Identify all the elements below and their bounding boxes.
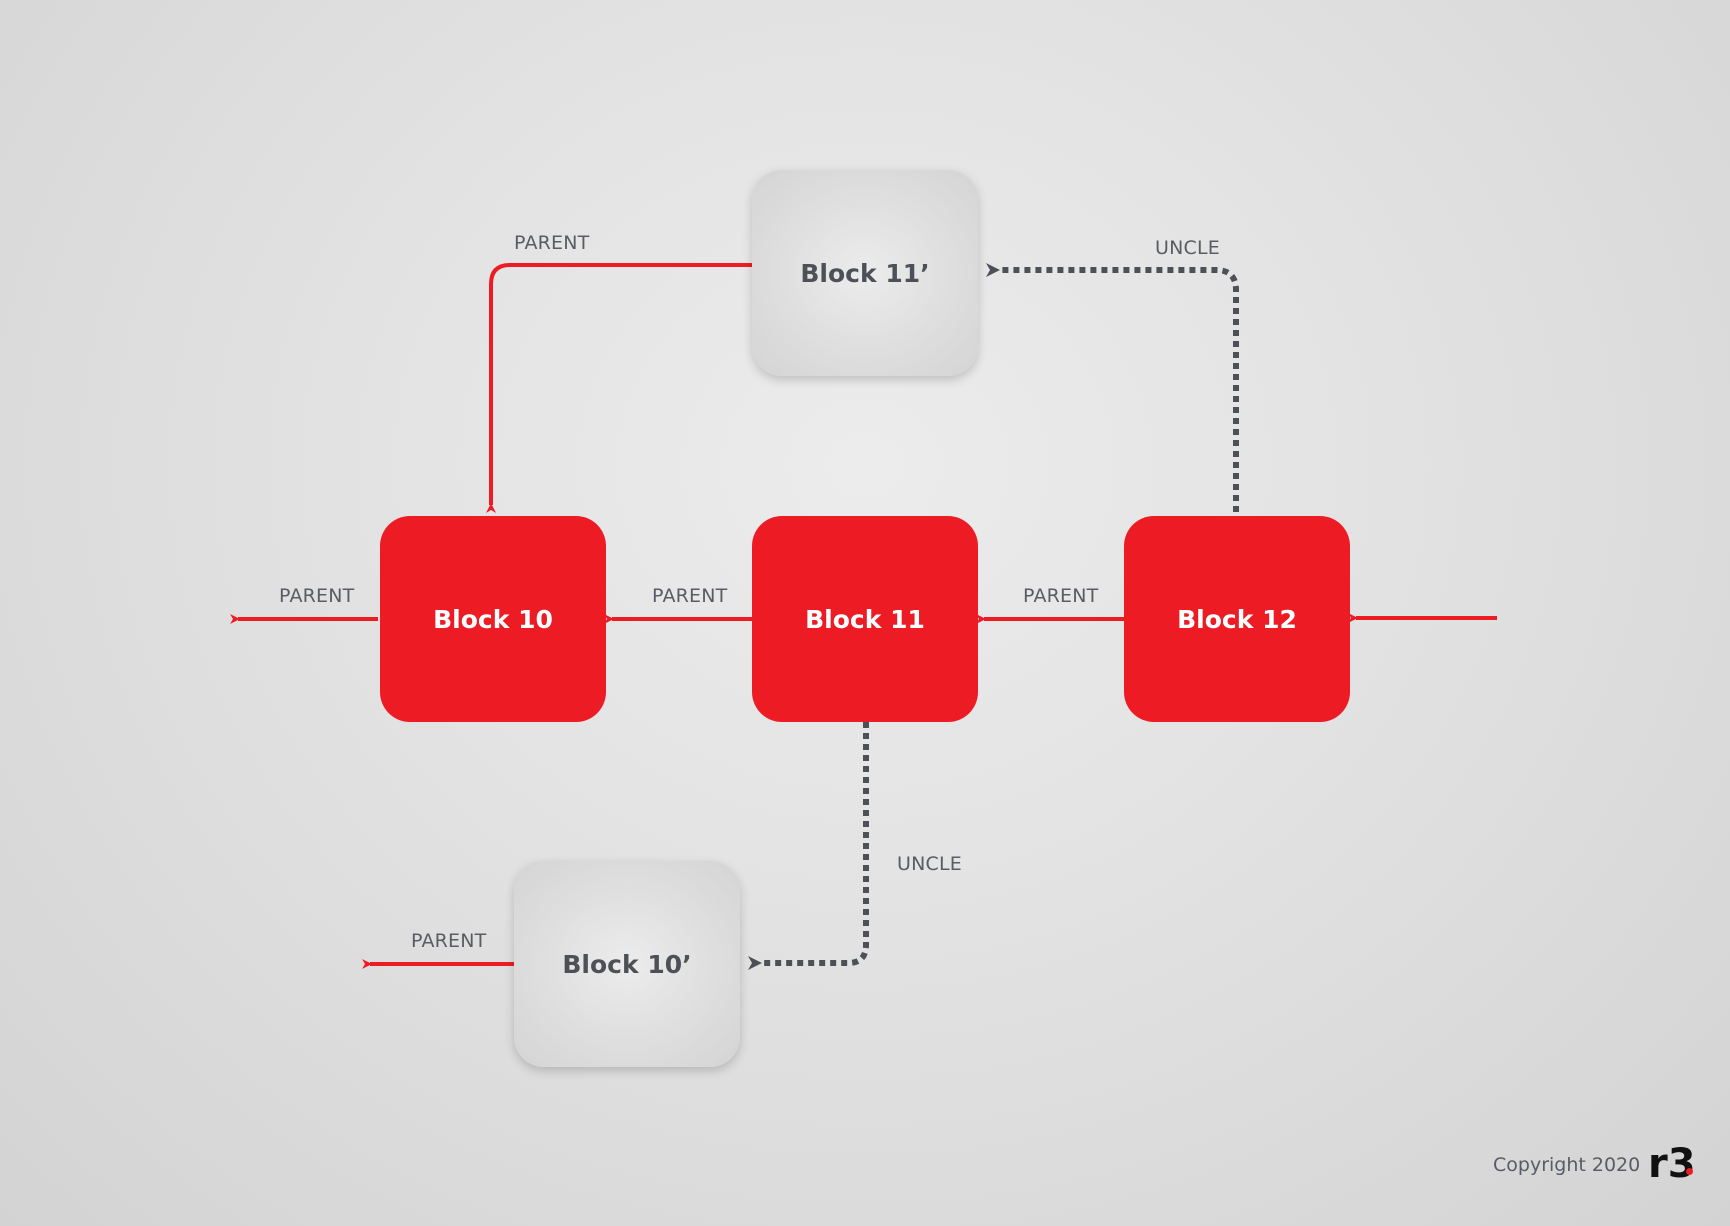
block-12-label: Block 12 [1177,604,1297,634]
label-parent-bottom: PARENT [411,930,487,952]
r3-logo: r3 [1648,1141,1696,1187]
label-parent-10-11: PARENT [652,585,728,607]
block-10: Block 10 [380,516,606,722]
block-10-label: Block 10 [433,604,553,634]
uncle-link-11-to-10prime [748,722,869,970]
block-10-prime-label: Block 10’ [562,949,692,979]
copyright-text: Copyright 2020 [1493,1154,1641,1176]
label-parent-11-12: PARENT [1023,585,1099,607]
label-uncle-bottom: UNCLE [897,853,962,875]
block-10-prime: Block 10’ [514,861,740,1067]
label-uncle-top: UNCLE [1155,237,1220,259]
block-11-prime: Block 11’ [752,170,978,376]
label-parent-top: PARENT [514,232,590,254]
logo-dot-icon [1686,1168,1693,1175]
parent-link-11prime-to-10 [486,263,752,513]
label-parent-left: PARENT [279,585,355,607]
block-11: Block 11 [752,516,978,722]
uncle-link-12-to-11prime [986,263,1239,512]
block-11-label: Block 11 [805,604,925,634]
block-11-prime-label: Block 11’ [800,258,930,288]
block-12: Block 12 [1124,516,1350,722]
